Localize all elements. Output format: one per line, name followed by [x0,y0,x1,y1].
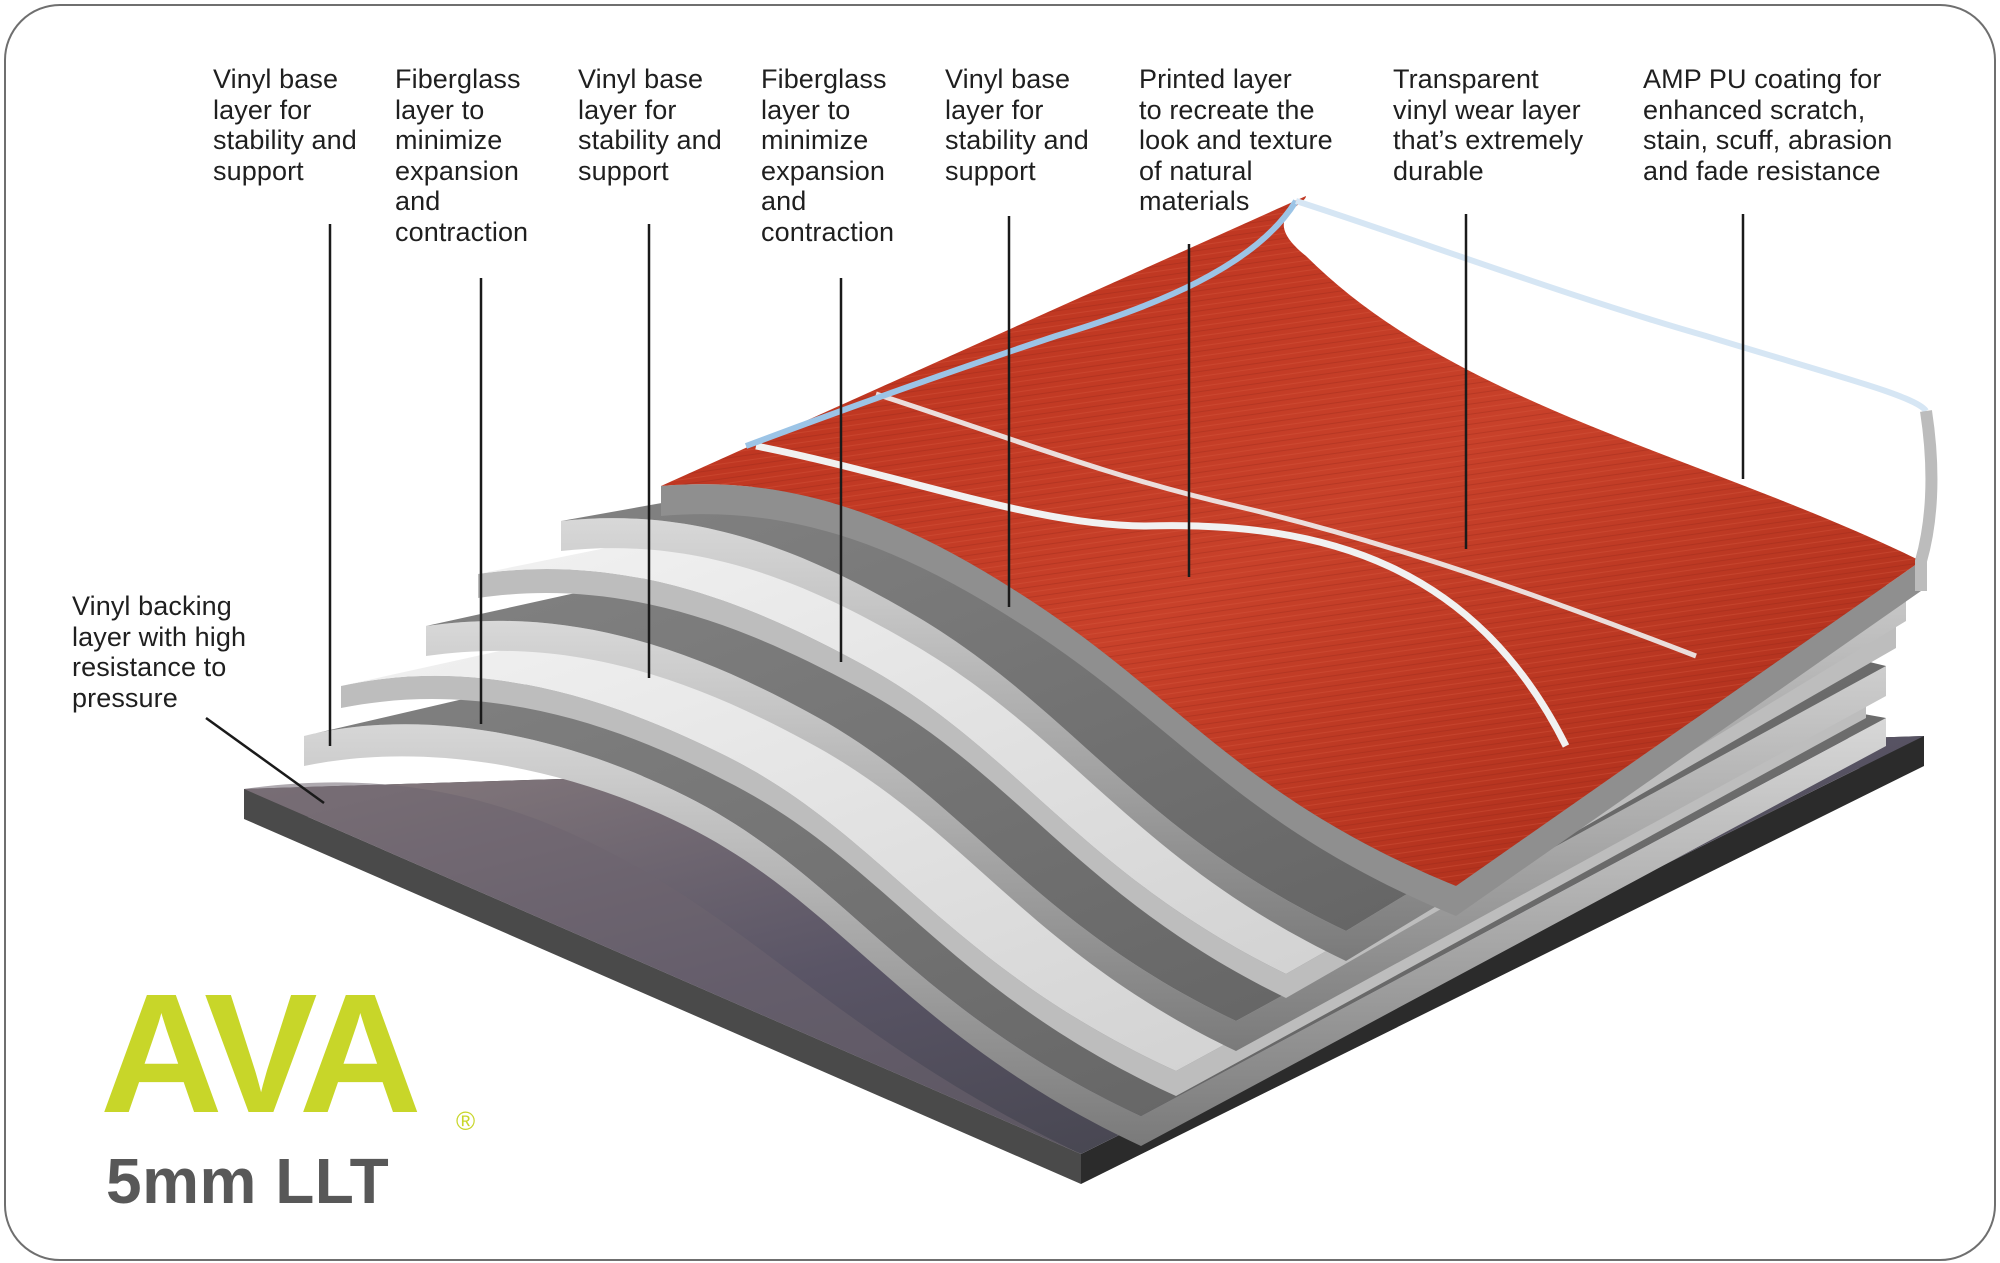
label-vinyl-base-2: Vinyl base layer for stability and suppo… [578,64,722,186]
leader-vinyl-backing [205,716,325,805]
label-vinyl-backing: Vinyl backing layer with high resistance… [72,591,247,713]
leader-lines [205,214,1745,805]
brand-name: AVA [100,959,422,1149]
layer-diagram [205,196,1938,1184]
label-coating: AMP PU coating for enhanced scratch, sta… [1643,64,1893,186]
label-wear: Transparent vinyl wear layer that’s extr… [1393,64,1584,186]
layer-coating-edge [744,199,1299,449]
label-fiberglass-2: Fiberglass layer to minimize expansion a… [761,64,895,247]
layer-wear-stripe [755,442,1570,748]
layer-wear-edge [875,391,1697,659]
product-model: 5mm LLT [106,1145,390,1217]
label-vinyl-base-1: Vinyl base layer for stability and suppo… [213,64,357,186]
diagram-card: Vinyl backing layer with high resistance… [4,4,1996,1261]
layer-coating-right-edge [1915,410,1938,591]
layer-printed [661,196,1921,916]
vinyl-backing-surface [244,782,1081,1154]
label-fiberglass-1: Fiberglass layer to minimize expansion a… [395,64,529,247]
registered-mark: ® [456,1106,476,1136]
layer-coating-curl [1295,198,1929,414]
label-printed: Printed layer to recreate the look and t… [1139,64,1333,216]
brand-logo: AVA ® 5mm LLT [100,959,475,1217]
label-vinyl-base-3: Vinyl base layer for stability and suppo… [945,64,1089,186]
